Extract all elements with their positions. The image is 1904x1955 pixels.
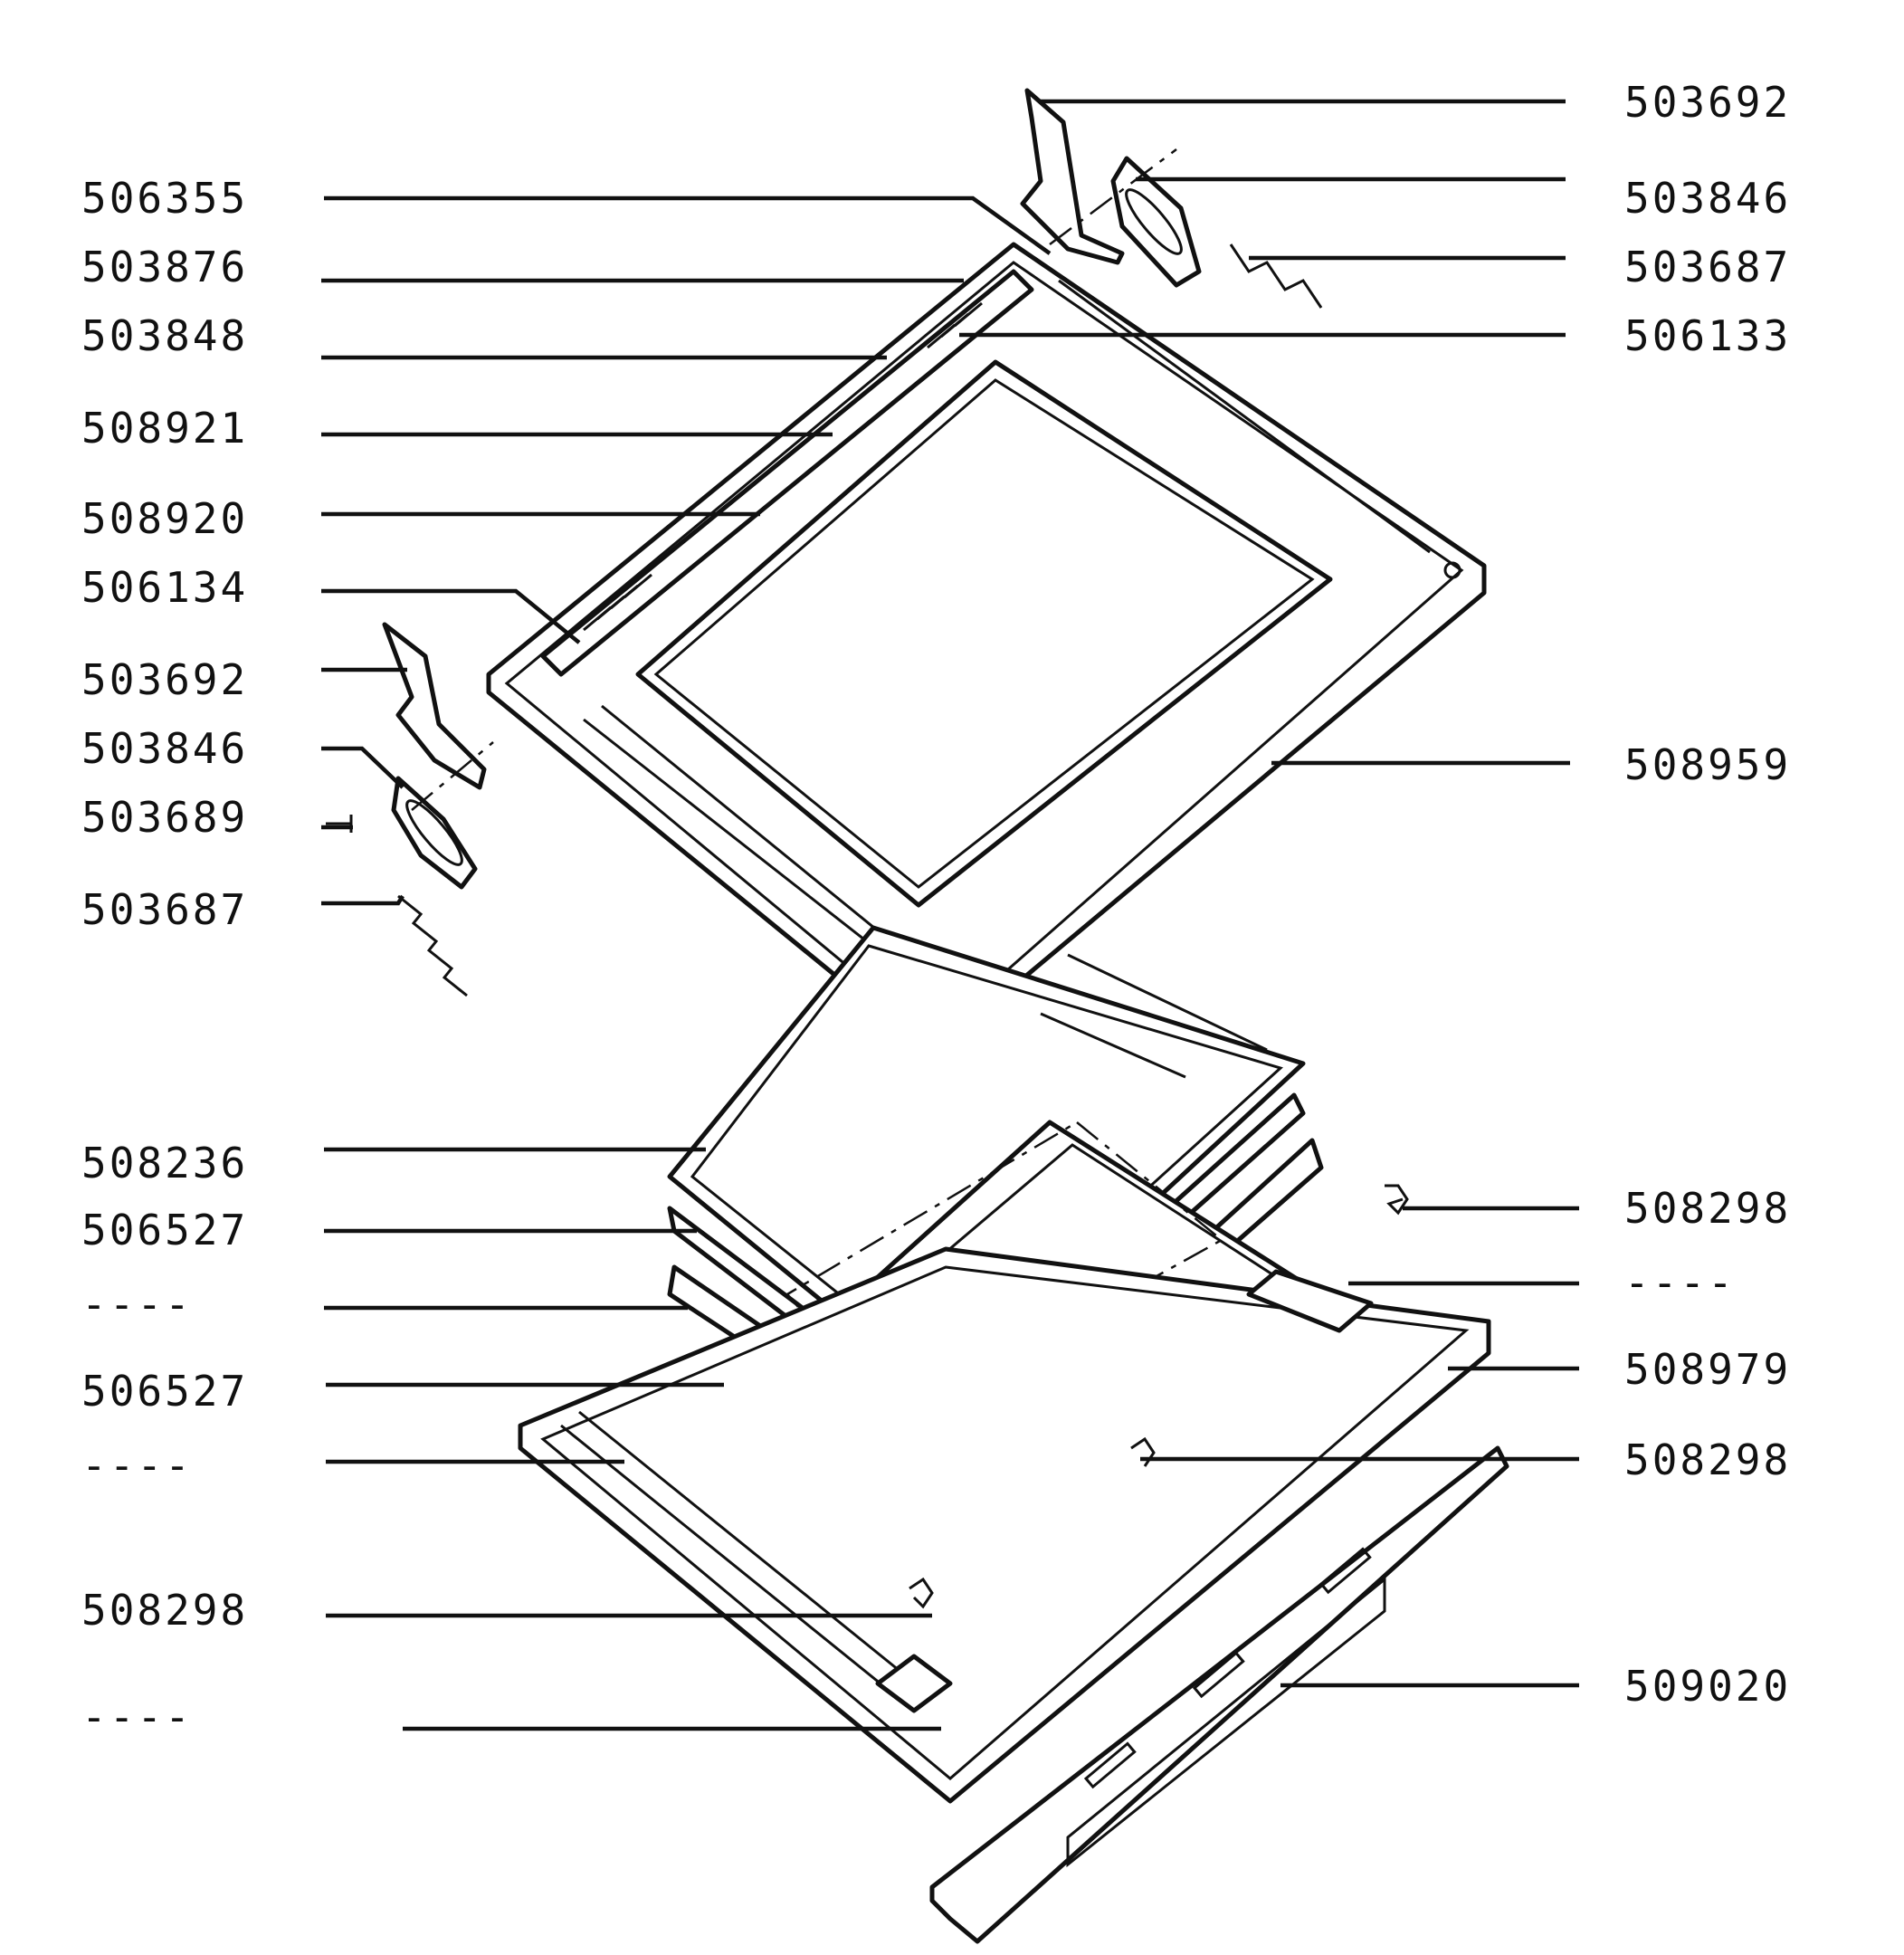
right-hinge-parts	[1020, 88, 1323, 309]
part-label-508298-left: 508298	[81, 1586, 249, 1635]
outer-door-panel	[518, 1246, 1491, 1804]
inner-door-frame	[486, 242, 1487, 1057]
leader-lines-right	[959, 99, 1579, 1688]
part-label-508959: 508959	[1624, 740, 1792, 789]
part-label-508979: 508979	[1624, 1345, 1792, 1394]
part-label-508298-right-top: 508298	[1624, 1184, 1792, 1233]
part-label-503689: 503689	[81, 793, 249, 842]
part-label-506527-lower: 506527	[81, 1367, 249, 1416]
part-label-503687-left: 503687	[81, 885, 249, 934]
part-label-506527-upper: 506527	[81, 1206, 249, 1254]
part-label-503846-right: 503846	[1624, 174, 1792, 223]
part-label-unnumbered-1: ----	[81, 1280, 193, 1329]
part-label-503876: 503876	[81, 243, 249, 291]
part-label-506355: 506355	[81, 174, 249, 223]
part-label-503848: 503848	[81, 311, 249, 360]
leader-lines-left	[321, 196, 1052, 1731]
part-label-503846-left: 503846	[81, 724, 249, 773]
part-label-506133: 506133	[1624, 311, 1792, 360]
part-label-503692-left: 503692	[81, 655, 249, 704]
part-label-508298-right-bottom: 508298	[1624, 1435, 1792, 1484]
part-label-unnumbered-2: ----	[81, 1441, 193, 1490]
part-label-503692-right: 503692	[1624, 78, 1792, 127]
part-label-506134: 506134	[81, 563, 249, 612]
part-label-509020: 509020	[1624, 1662, 1792, 1711]
part-label-unnumbered-3: ----	[81, 1693, 193, 1741]
left-hinge-parts	[326, 622, 494, 997]
part-label-503687-right: 503687	[1624, 243, 1792, 291]
part-label-508921: 508921	[81, 404, 249, 453]
part-label-508236: 508236	[81, 1139, 249, 1187]
part-label-508920: 508920	[81, 494, 249, 543]
bottom-handle-strip	[929, 1445, 1509, 1944]
part-label-unnumbered-right: ----	[1624, 1258, 1736, 1307]
